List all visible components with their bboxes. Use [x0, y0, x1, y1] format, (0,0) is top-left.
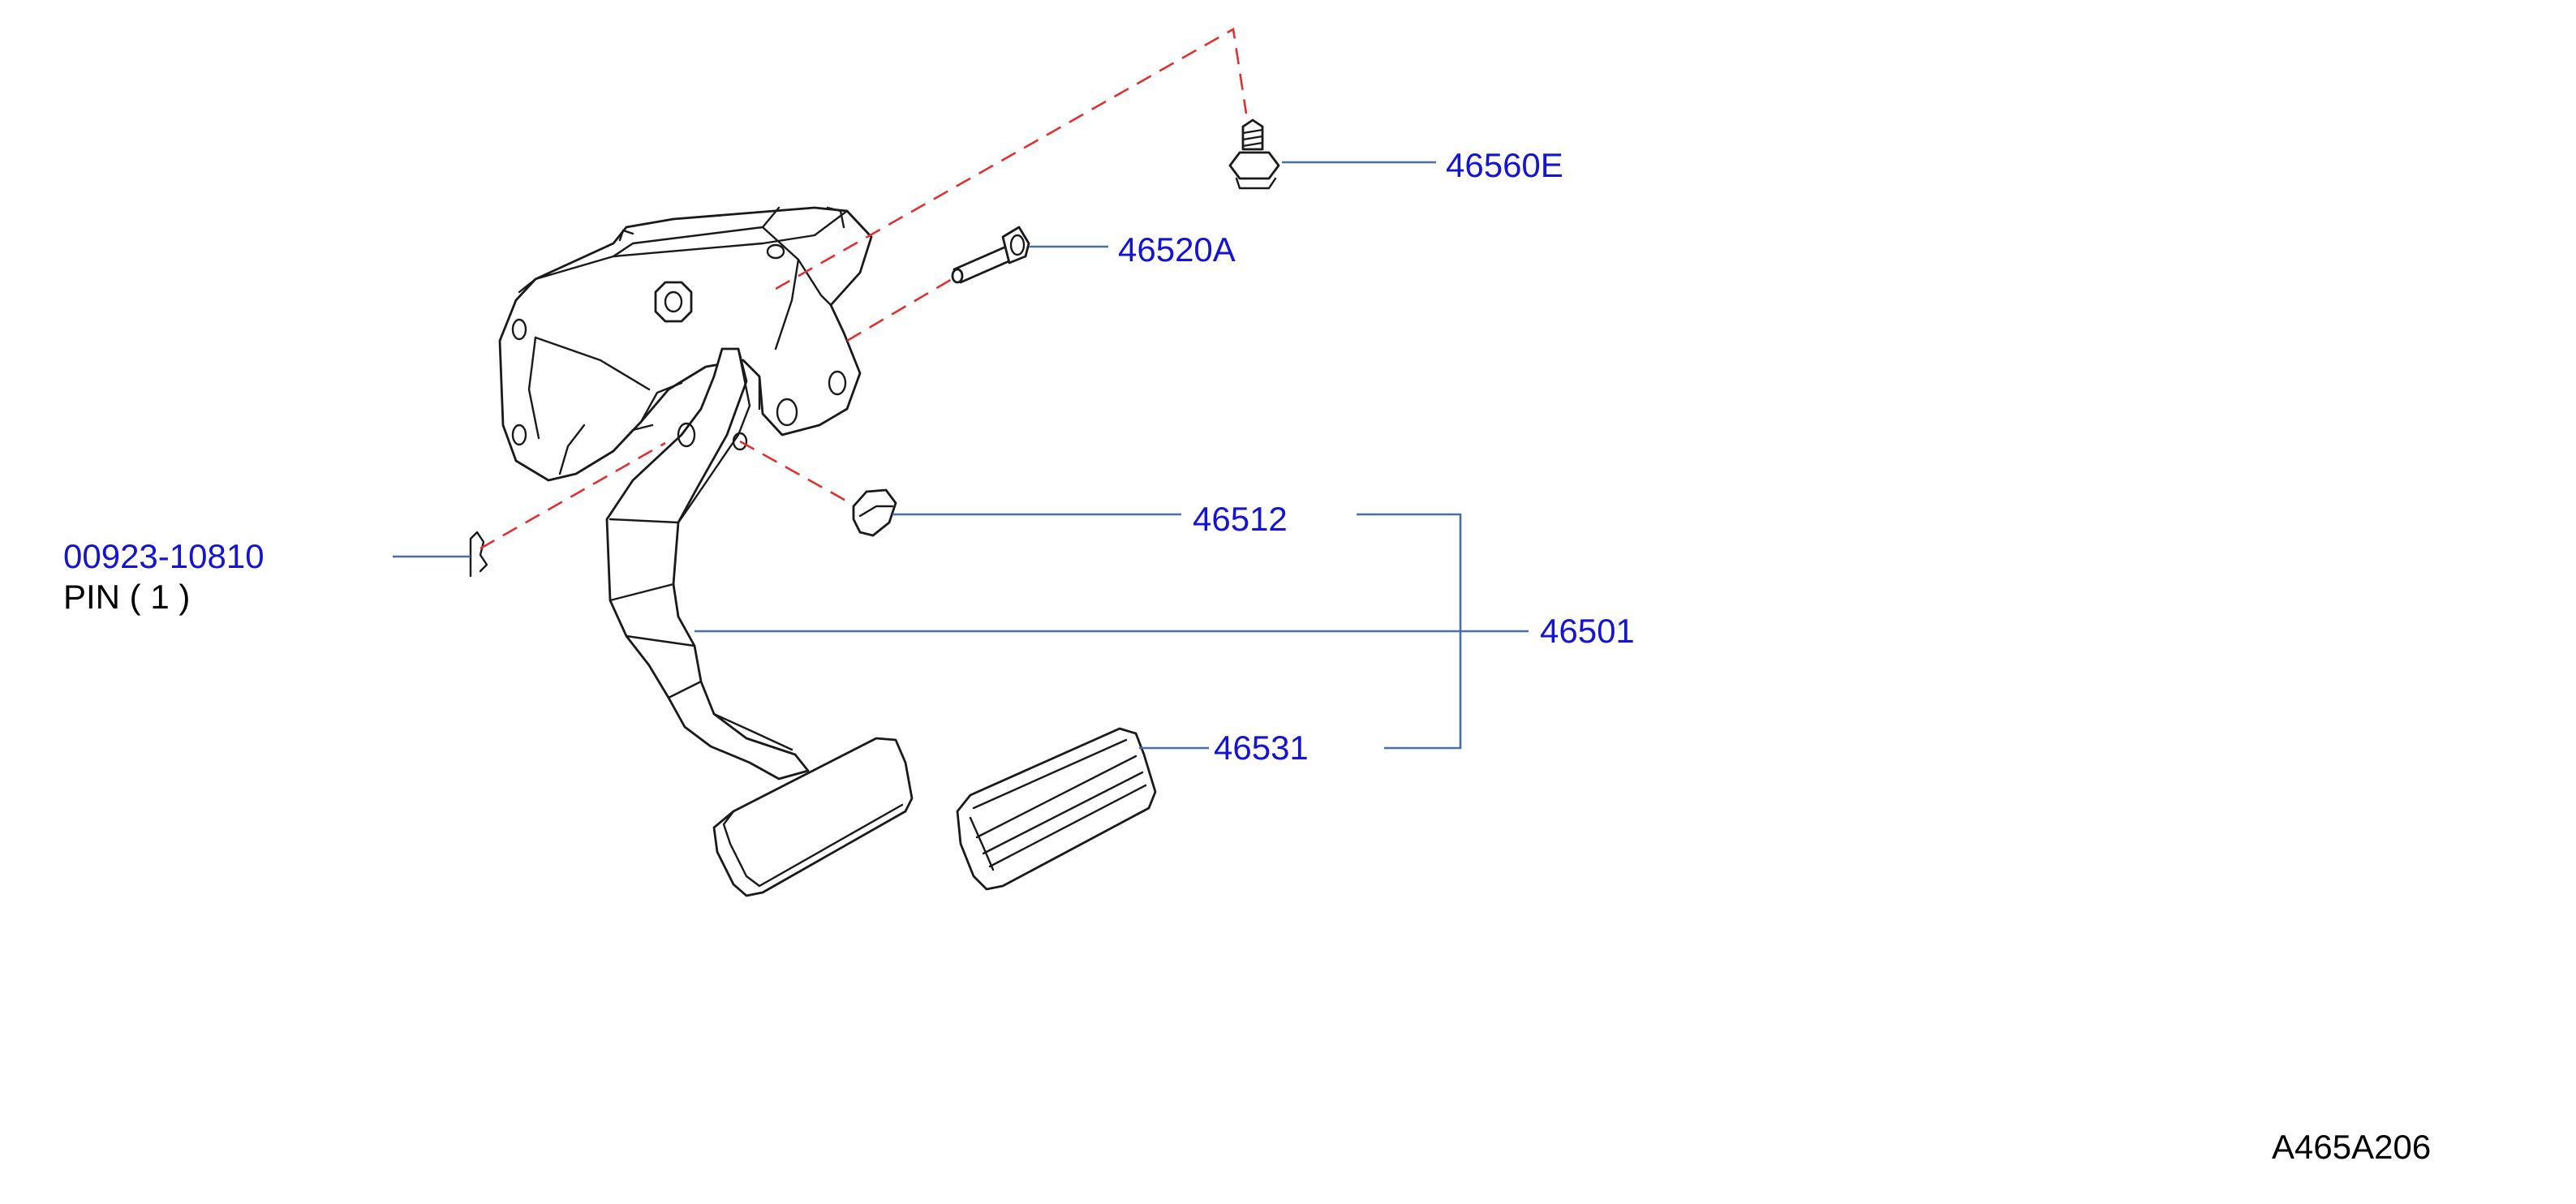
bolt-part-number[interactable]: 46560E: [1446, 146, 1563, 184]
stopper-part: [852, 488, 897, 537]
bolt-part: [1228, 118, 1280, 190]
pivot-pin-part: [951, 226, 1030, 284]
pedal-bracket: [498, 206, 873, 482]
pedal-arm: [605, 347, 810, 780]
pedal-assembly-part-number[interactable]: 46501: [1540, 612, 1635, 650]
clip-pin-part-number[interactable]: 00923-10810: [63, 537, 264, 575]
pedal-pad-part: [956, 727, 1157, 891]
pivot-pin-part-number[interactable]: 46520A: [1118, 230, 1236, 269]
pedal-plate: [712, 737, 914, 897]
diagram-code: A465A206: [2272, 1128, 2431, 1166]
clip-pin-part: [469, 531, 488, 578]
leader-lines: [393, 161, 1529, 750]
bracket-nut: [654, 281, 693, 323]
pad-part-number[interactable]: 46531: [1214, 729, 1309, 767]
stopper-part-number[interactable]: 46512: [1193, 500, 1288, 538]
clip-pin-description: PIN ( 1 ): [63, 578, 190, 616]
assembly-lines: [480, 27, 1248, 550]
